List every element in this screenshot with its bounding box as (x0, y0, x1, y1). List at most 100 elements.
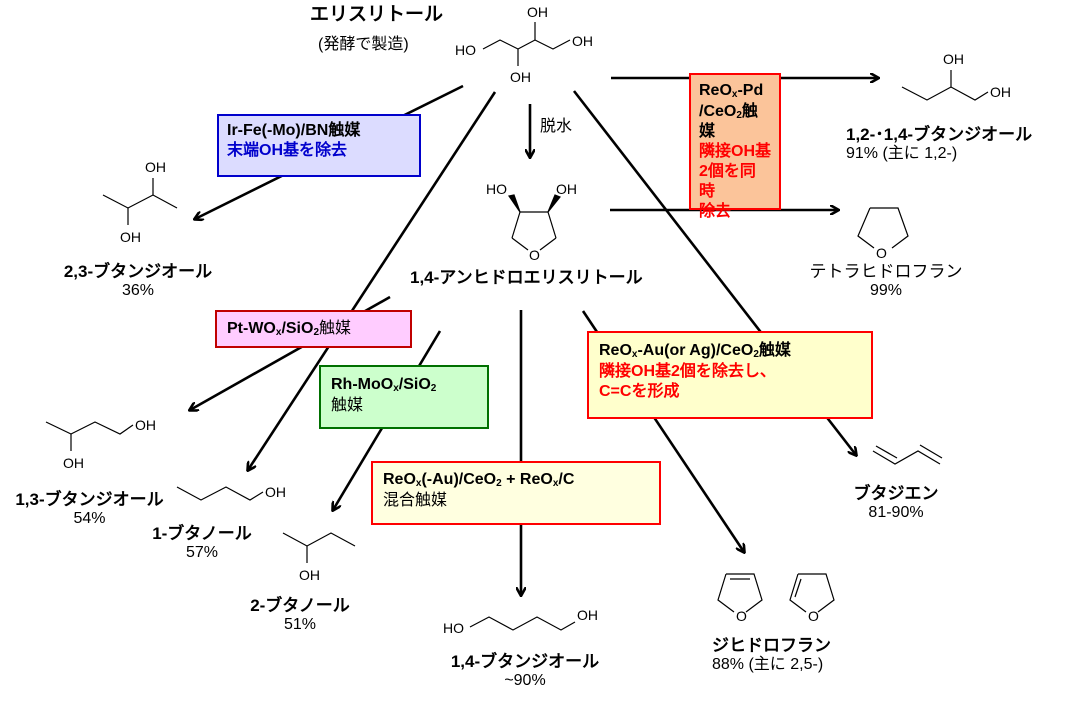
catalyst-name: ReOx(-Au)/CeO2 + ReOx/C (383, 470, 649, 491)
product-13bdo: 1,3-ブタンジオール 54% (2, 490, 177, 528)
subscript: x (393, 383, 399, 394)
erythritol-structure (482, 22, 571, 66)
text: /CeO (699, 102, 737, 120)
text: /SiO (398, 376, 431, 393)
product-yield: 81-90% (868, 503, 924, 521)
atom-label: HO (455, 42, 476, 58)
product-name: テトラヒドロフラン (809, 262, 963, 281)
catalyst-box-rh-moox: Rh-MoOx/SiO2 触媒 (319, 365, 489, 429)
catalyst-description: 除去 (699, 203, 732, 220)
text: ReO (599, 342, 632, 359)
catalyst-name: ReOx-Au(or Ag)/CeO2触媒 (599, 341, 861, 362)
anhydroerythritol-name: 1,4-アンヒドロエリスリトール (410, 268, 643, 287)
product-name: 1,3-ブタンジオール (15, 490, 164, 509)
atom-label: OH (145, 159, 166, 175)
atom-label: OH (265, 484, 286, 500)
text: /SiO (281, 320, 314, 337)
2butanol-structure (282, 532, 356, 563)
product-1butanol: 1-ブタノール 57% (152, 524, 252, 562)
subscript: 2 (430, 383, 437, 394)
product-14bdo: 1,4-ブタンジオール ~90% (430, 652, 620, 690)
product-butadiene: ブタジエン 81-90% (846, 484, 946, 522)
product-12bdo: 1,2-･1,4-ブタンジオール 91% (主に 1,2-) (846, 125, 1032, 163)
product-thf: テトラヒドロフラン 99% (796, 262, 976, 300)
product-name: ジヒドロフラン (712, 636, 831, 655)
subscript: 2 (496, 478, 502, 489)
atom-label: OH (510, 69, 531, 85)
subscript: x (731, 89, 738, 100)
text: Rh-MoO (331, 376, 394, 393)
catalyst-name-line1: ReOx-Pd (699, 81, 771, 102)
catalyst-box-ir-fe: Ir-Fe(-Mo)/BN触媒 末端OH基を除去 (217, 114, 421, 177)
product-23bdo: 2,3-ブタンジオール 36% (48, 262, 228, 300)
text: /C (558, 471, 575, 488)
text: Pt-WO (227, 320, 276, 337)
catalyst-box-pt-wox: Pt-WOx/SiO2触媒 (215, 310, 412, 348)
subscript: x (552, 478, 559, 489)
atom-label: HO (443, 620, 464, 636)
product-name: 1-ブタノール (152, 524, 252, 543)
atom-label: O (736, 608, 747, 624)
subscript: 2 (753, 349, 759, 360)
product-yield: 36% (121, 281, 155, 299)
atom-label: O (808, 608, 819, 624)
13bdo-structure (45, 421, 134, 451)
catalyst-description: 隣接OH基2個を除去し、 (599, 362, 776, 380)
product-name: 2,3-ブタンジオール (63, 262, 213, 281)
text: -Pd (737, 82, 764, 99)
14bdo-structure (469, 616, 576, 631)
atom-label: OH (135, 417, 156, 433)
product-name: 1,4-ブタンジオール (450, 652, 600, 671)
23dhf-structure (789, 573, 835, 613)
text: 触媒 (699, 102, 758, 141)
product-yield: 99% (869, 281, 903, 299)
atom-label: OH (577, 607, 598, 623)
atom-label: O (876, 245, 887, 261)
erythritol-note: (発酵で製造) (318, 36, 409, 53)
text: (-Au)/CeO (421, 471, 497, 488)
catalyst-box-reox-mixed: ReOx(-Au)/CeO2 + ReOx/C 混合触媒 (371, 461, 661, 525)
atom-label: OH (556, 181, 577, 197)
catalyst-box-reox-au-ag: ReOx-Au(or Ag)/CeO2触媒 隣接OH基2個を除去し、 C=Cを形… (587, 331, 873, 419)
text: -Au(or Ag)/CeO (637, 342, 754, 359)
arrow-erythritol-to-1butanol (248, 91, 497, 470)
atom-label: OH (63, 455, 84, 471)
1butanol-structure (176, 486, 264, 501)
text: ReO (699, 82, 732, 99)
25dhf-structure (717, 573, 763, 613)
atom-label: OH (572, 33, 593, 49)
dehydration-label: 脱水 (540, 118, 573, 135)
atom-label: OH (943, 51, 964, 67)
atom-label: O (529, 247, 540, 263)
catalyst-suffix: 触媒 (331, 396, 364, 414)
catalyst-box-reox-pd: ReOx-Pd /CeO2触媒 隣接OH基 2個を同時 除去 (689, 73, 781, 220)
atom-label: OH (120, 229, 141, 245)
catalyst-description: 2個を同時 (699, 163, 756, 200)
anhydroerythritol-structure (507, 194, 561, 251)
product-yield: 57% (185, 543, 219, 561)
catalyst-suffix: 混合触媒 (383, 491, 448, 509)
atom-label: OH (299, 567, 320, 583)
text: ReO (383, 471, 416, 488)
subscript: x (631, 349, 638, 360)
product-name: 1,2-･1,4-ブタンジオール (846, 125, 1033, 144)
12bdo-structure (901, 70, 989, 101)
product-yield: 51% (283, 615, 317, 633)
product-yield: 88% (主に 2,5-) (712, 655, 824, 673)
text: 触媒 (758, 342, 791, 359)
catalyst-description: 隣接OH基 (699, 143, 772, 160)
atom-label: OH (990, 84, 1011, 100)
catalyst-name: Rh-MoOx/SiO2 (331, 375, 477, 396)
product-name: 2-ブタノール (250, 596, 350, 615)
text: + ReO (501, 471, 553, 488)
product-2butanol: 2-ブタノール 51% (240, 596, 360, 634)
subscript: 2 (313, 327, 320, 338)
product-dhf: ジヒドロフラン 88% (主に 2,5-) (712, 636, 831, 674)
product-name: ブタジエン (853, 484, 939, 503)
atom-label: OH (527, 4, 548, 20)
catalyst-description: 末端OH基を除去 (227, 142, 348, 159)
subscript: 2 (736, 109, 742, 121)
product-yield: 91% (主に 1,2-) (846, 144, 958, 162)
catalyst-name: Ir-Fe(-Mo)/BN触媒 (227, 122, 361, 139)
erythritol-name: エリスリトール (310, 4, 444, 25)
